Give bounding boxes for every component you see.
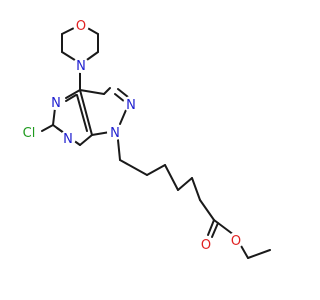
- oxygen-atom: O: [231, 234, 241, 249]
- bond: [177, 177, 193, 191]
- bond: [164, 164, 179, 191]
- bond: [103, 87, 111, 95]
- bond: [211, 222, 219, 238]
- bond: [65, 94, 77, 102]
- bonds: [41, 25, 271, 259]
- bond: [41, 124, 54, 132]
- nitrogen-atom: N: [51, 96, 61, 111]
- bond: [247, 249, 271, 259]
- oxygen-atom: O: [76, 19, 86, 34]
- nitrogen-atom: N: [126, 98, 136, 113]
- bond: [91, 131, 111, 136]
- oxygen-atom: O: [201, 238, 211, 253]
- chlorine-atom: Cl: [23, 126, 36, 141]
- bond: [79, 89, 105, 95]
- bond: [117, 88, 129, 98]
- bond: [65, 89, 81, 99]
- bond: [117, 139, 121, 161]
- bond: [79, 134, 93, 146]
- bond: [119, 109, 127, 125]
- molecule-diagram: O N N N N N Cl O O: [18, 17, 271, 259]
- bond: [213, 219, 235, 236]
- bond: [52, 107, 56, 126]
- bond: [207, 219, 215, 236]
- nitrogen-atom: N: [110, 126, 120, 141]
- bond: [146, 164, 166, 176]
- bond: [76, 94, 88, 132]
- bond: [199, 199, 215, 221]
- bond: [119, 159, 148, 176]
- nitrogen-atom: N: [76, 59, 86, 74]
- nitrogen-atom: N: [63, 132, 73, 147]
- atom-labels: O N N N N N Cl O O: [18, 17, 244, 253]
- bond: [239, 243, 249, 259]
- bond: [114, 93, 126, 103]
- bond: [191, 177, 201, 201]
- bond: [79, 89, 93, 136]
